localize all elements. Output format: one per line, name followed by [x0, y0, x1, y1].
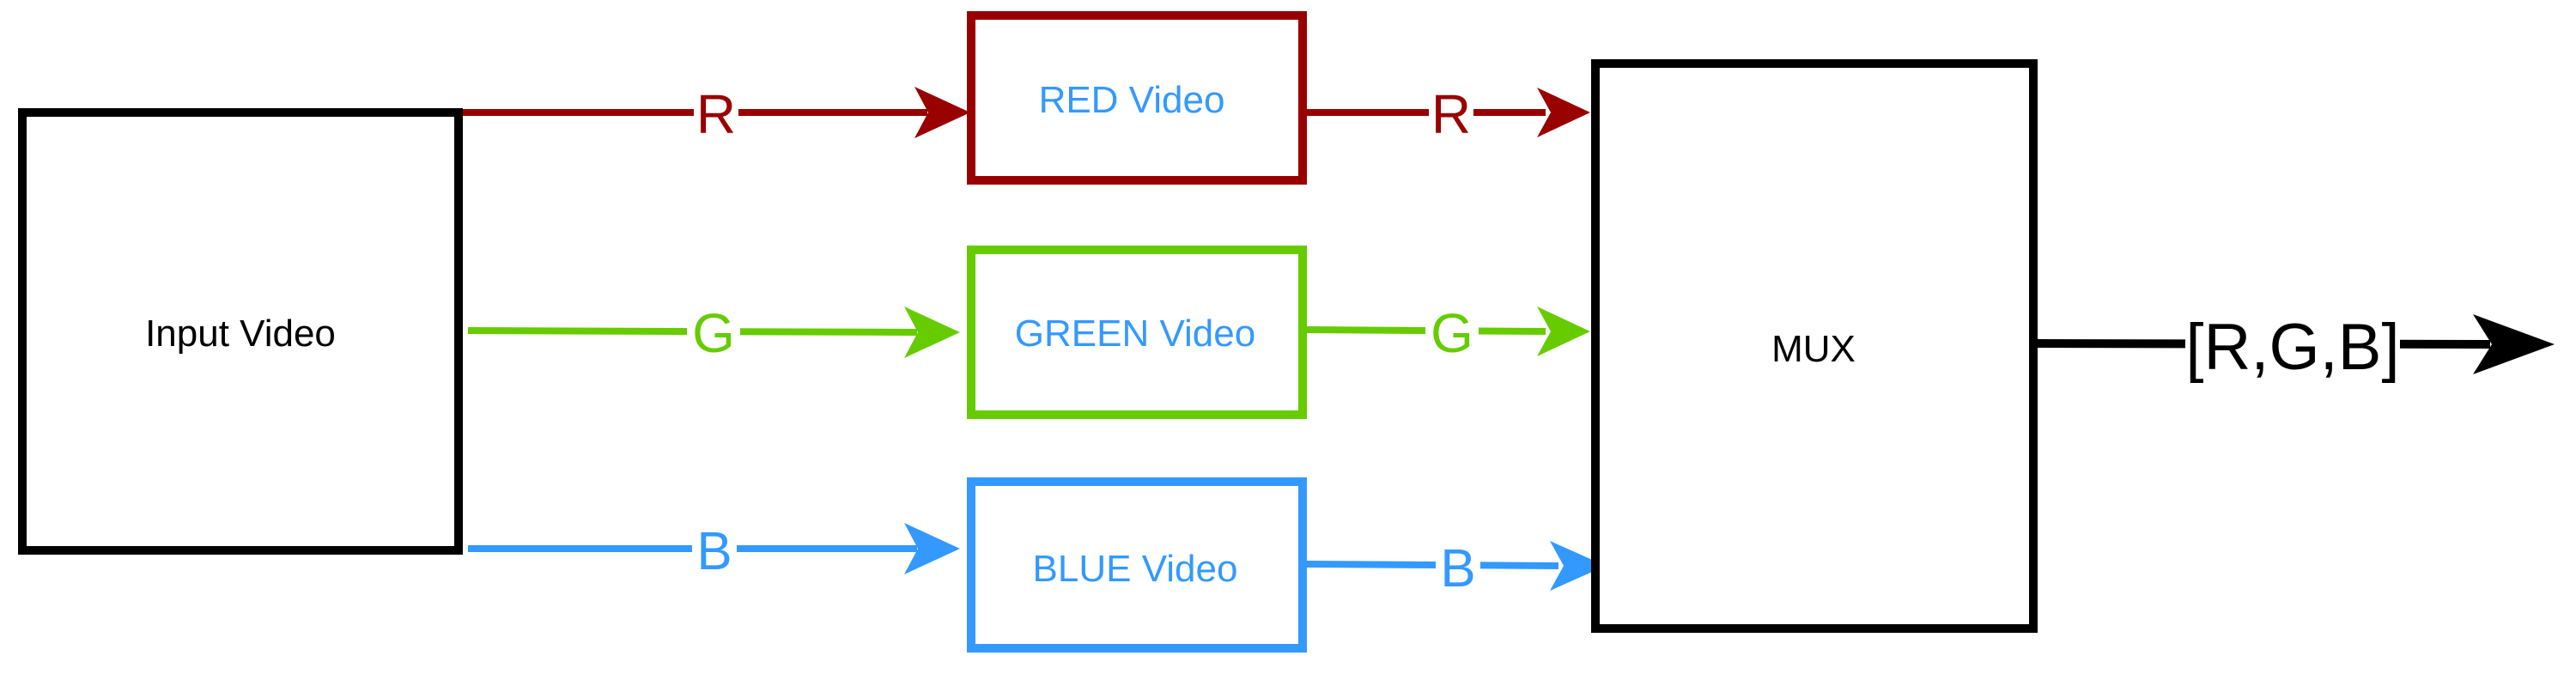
node-input-video: Input Video	[18, 108, 463, 555]
node-red-video: RED Video	[967, 11, 1307, 185]
output-label: [R,G,B]	[2185, 311, 2399, 384]
edge-red-to-mux: R	[1303, 83, 1590, 145]
edge-blue-to-mux: B	[1303, 539, 1606, 598]
edge-green-to-mux: G	[1303, 302, 1590, 364]
edge-label-r: R	[1431, 83, 1471, 145]
edge-line	[1303, 561, 1559, 569]
edge-label-b: B	[696, 522, 732, 581]
edge-input-to-blue: B	[468, 522, 960, 581]
arrowhead-icon	[1537, 307, 1590, 356]
node-label: MUX	[1771, 328, 1856, 370]
arrowhead-icon	[1550, 541, 1606, 591]
node-label: RED Video	[1039, 79, 1225, 121]
node-box	[967, 11, 1307, 185]
arrowhead-icon	[1537, 88, 1590, 137]
arrowhead-icon	[904, 523, 960, 574]
edge-mux-output: [R,G,B]	[2036, 307, 2555, 384]
edge-label-r: R	[696, 83, 736, 145]
arrowhead-icon	[914, 87, 970, 138]
node-box	[967, 246, 1307, 419]
edge-input-to-green: G	[467, 302, 960, 364]
node-green-video: GREEN Video	[967, 246, 1307, 419]
edge-input-to-red: R	[459, 83, 970, 145]
node-box	[967, 477, 1307, 653]
node-mux: MUX	[1591, 59, 2038, 633]
edge-line	[1303, 326, 1546, 335]
node-label: GREEN Video	[1015, 313, 1255, 355]
node-box	[18, 108, 463, 555]
node-box	[1591, 59, 2038, 633]
arrowhead-icon	[2473, 314, 2555, 374]
edge-label-b: B	[1440, 539, 1475, 598]
edge-label-g: G	[1431, 302, 1473, 364]
node-blue-video: BLUE Video	[967, 477, 1307, 653]
arrowhead-icon	[904, 307, 960, 358]
node-label: Input Video	[145, 313, 336, 355]
node-label: BLUE Video	[1033, 548, 1238, 590]
edge-label-g: G	[692, 302, 735, 364]
